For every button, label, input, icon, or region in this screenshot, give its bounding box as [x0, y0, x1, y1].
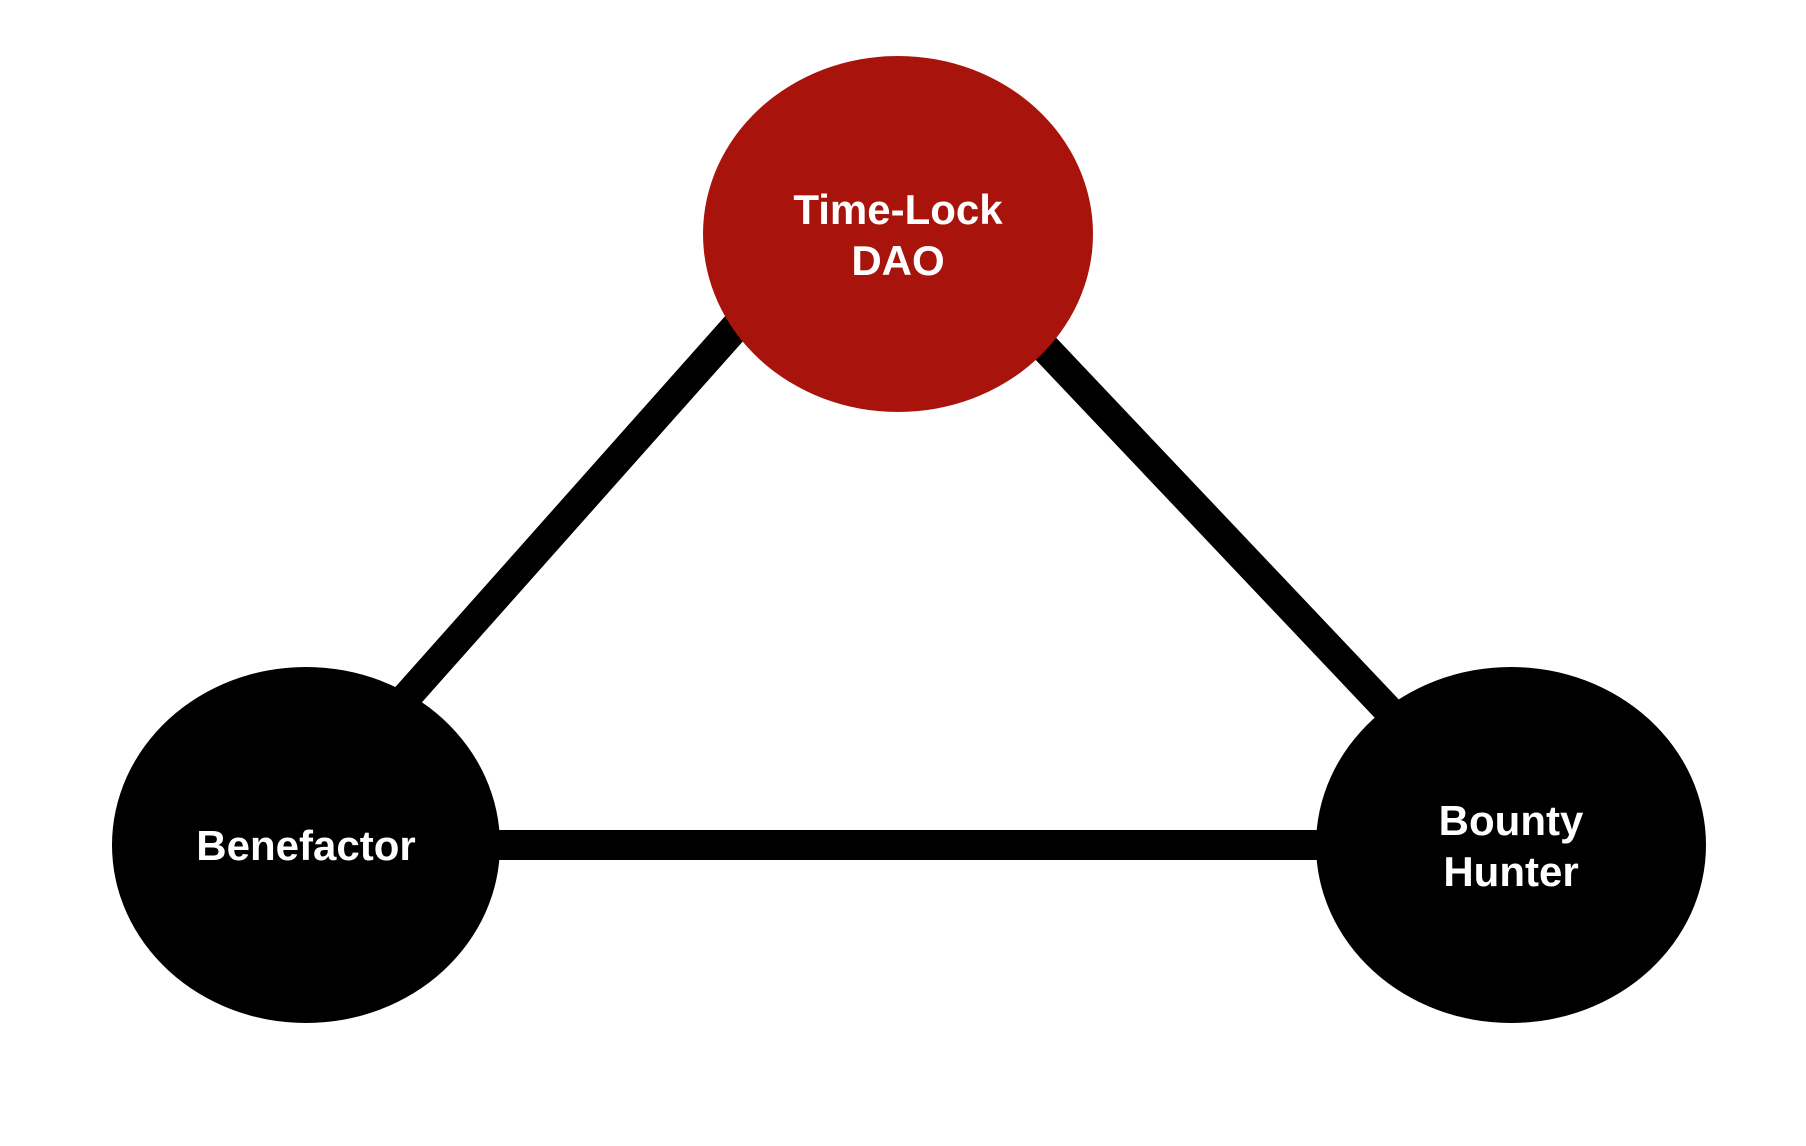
edge-dao-benefactor [383, 312, 752, 720]
node-time-lock-dao-label-line2: DAO [851, 237, 944, 284]
edge-dao-bounty-hunter [1019, 321, 1401, 723]
node-bounty-hunter-shape [1316, 667, 1706, 1023]
node-benefactor-label: Benefactor [196, 822, 415, 869]
node-benefactor-shape [112, 667, 500, 1023]
node-time-lock-dao: Time-Lock DAO [703, 56, 1093, 412]
node-benefactor: Benefactor [112, 667, 500, 1023]
node-time-lock-dao-shape [703, 56, 1093, 412]
node-time-lock-dao-label-line1: Time-Lock [793, 186, 1003, 233]
node-bounty-hunter-label-line2: Hunter [1443, 848, 1578, 895]
node-bounty-hunter: Bounty Hunter [1316, 667, 1706, 1023]
node-bounty-hunter-label-line1: Bounty [1439, 797, 1584, 844]
